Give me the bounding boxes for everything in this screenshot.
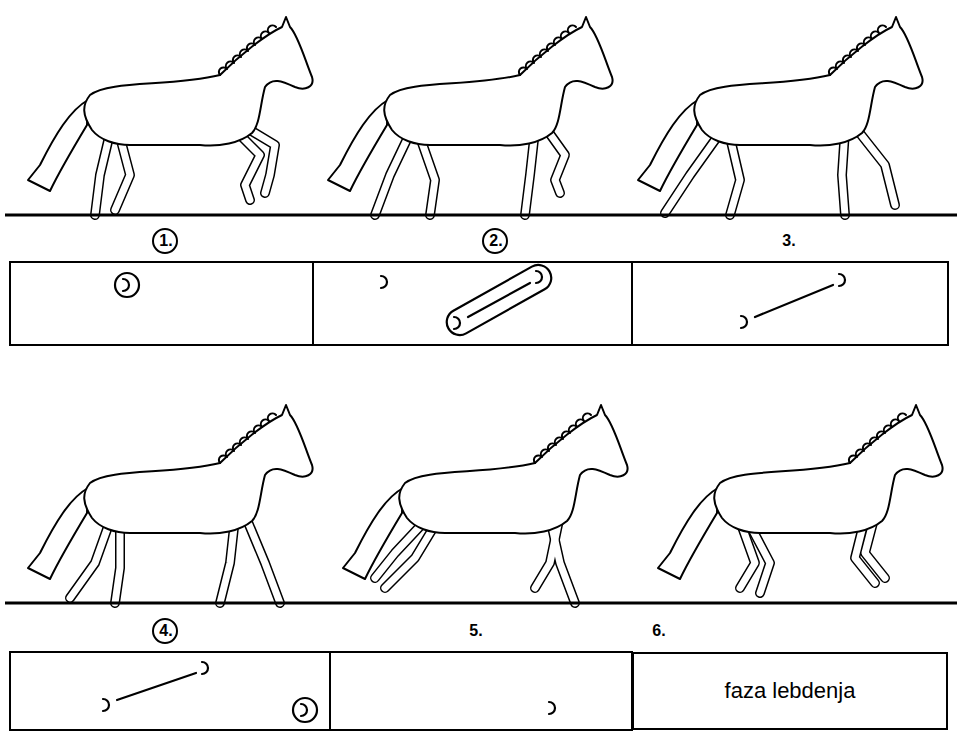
ground-lines (5, 215, 957, 603)
callout-number: 6. (652, 623, 665, 639)
footfall-boxes (10, 262, 948, 730)
callout-number: 2. (489, 233, 502, 249)
horse-figure (343, 405, 628, 603)
hoof-print (839, 274, 845, 286)
horse-figure (638, 17, 923, 215)
hoof-print (103, 699, 109, 711)
hoof-print (536, 271, 542, 283)
hoof-print (301, 704, 307, 716)
diagonal-line (468, 283, 530, 317)
diagonal-line (755, 285, 833, 317)
horse-figure (658, 405, 943, 593)
diagonal-line (117, 673, 196, 700)
phase-text: faza lebdenja (725, 678, 856, 703)
hoof-print (454, 317, 460, 329)
footfall-box (632, 262, 948, 345)
callout-number: 4. (159, 623, 172, 639)
horse-figure (28, 17, 313, 215)
highlight-circle (115, 273, 139, 297)
hoof-print (123, 279, 129, 291)
phase-box: faza lebdenja (632, 652, 948, 730)
callout-number: 5. (469, 623, 482, 639)
highlight-pill (442, 260, 556, 339)
footfall-box (330, 652, 632, 730)
number-circle (483, 229, 507, 253)
hoof-print (741, 316, 747, 328)
hoof-print (202, 662, 208, 674)
footfall-box (10, 262, 313, 345)
footfall-box (313, 262, 632, 345)
number-circle (153, 229, 177, 253)
footfall-box (10, 652, 330, 730)
highlight-circle (293, 698, 317, 722)
horse-figure (328, 17, 613, 215)
ground-line (5, 602, 957, 605)
ground-line (5, 214, 957, 217)
hoof-print (549, 702, 555, 714)
callout-number: 3. (782, 233, 795, 249)
number-circle (153, 619, 177, 643)
callout-number: 1. (159, 233, 172, 249)
hoof-print (381, 276, 387, 288)
horse-figure (28, 405, 313, 603)
